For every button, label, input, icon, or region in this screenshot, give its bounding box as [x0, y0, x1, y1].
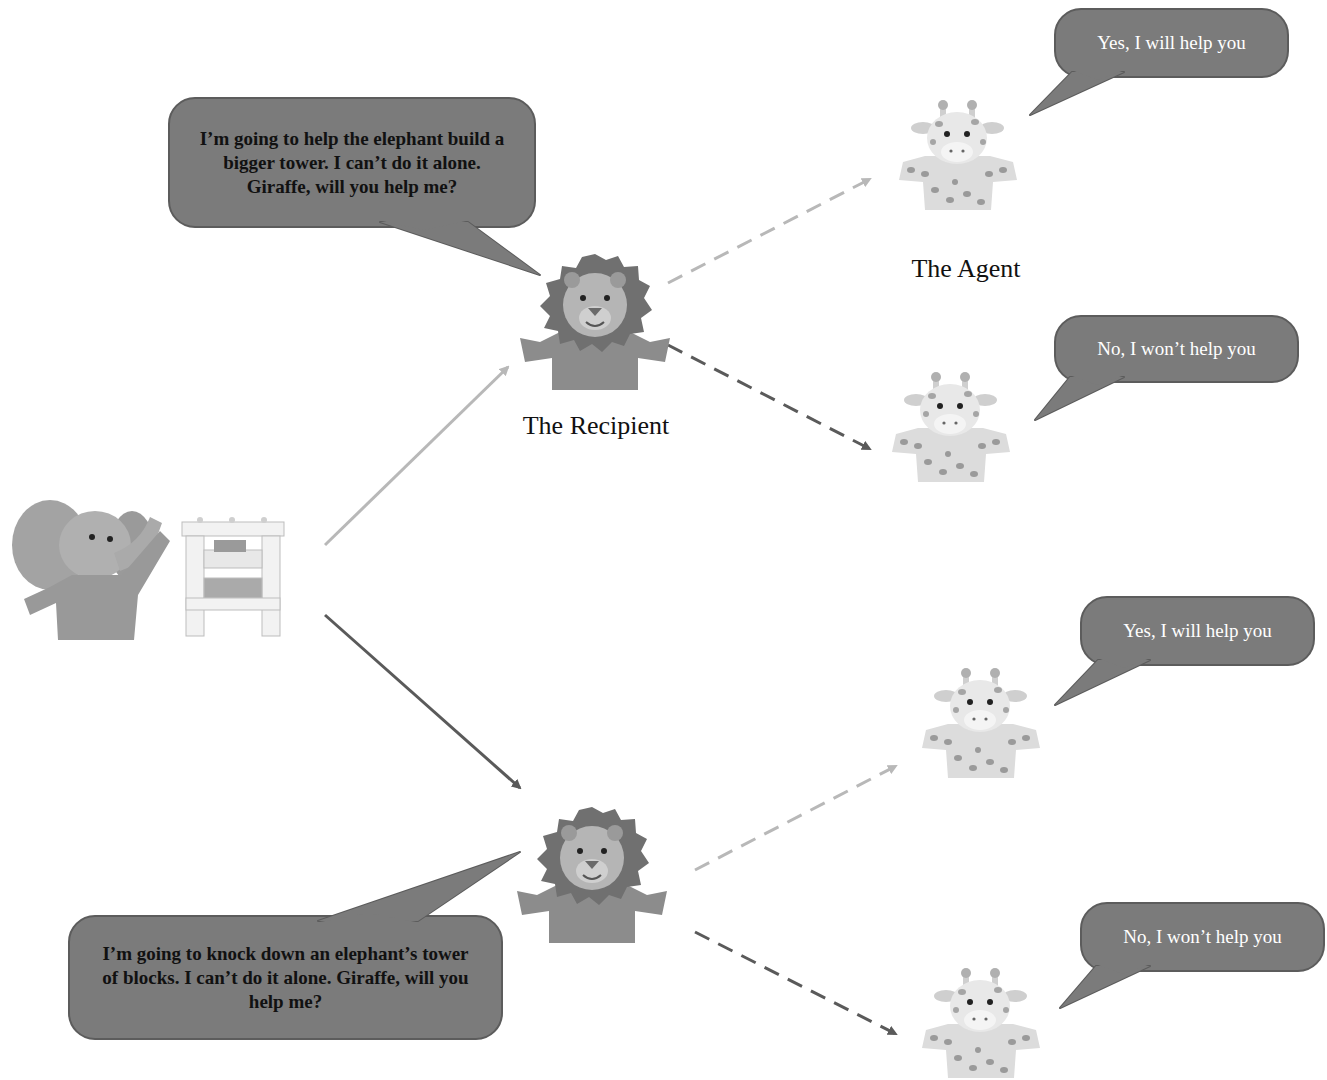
bubble-text: I’m going to knock down an elephant’s to… — [96, 942, 475, 1014]
giraffe-puppet — [892, 372, 1010, 482]
bubble-text: No, I won’t help you — [1123, 925, 1282, 949]
speech-bubble: I’m going to help the elephant build a b… — [168, 97, 536, 228]
lion-puppet — [520, 254, 670, 390]
arrow-line — [325, 615, 520, 788]
block-tower — [182, 517, 284, 636]
role-label: The Recipient — [523, 411, 670, 441]
dashed-arrow — [668, 345, 870, 449]
giraffe-puppet — [922, 668, 1040, 778]
speech-bubble: Yes, I will help you — [1080, 596, 1315, 666]
role-label: The Agent — [911, 254, 1020, 284]
bubble-text: No, I won’t help you — [1097, 337, 1256, 361]
bubble-text: I’m going to help the elephant build a b… — [196, 127, 508, 199]
dashed-arrow — [695, 932, 896, 1034]
bubble-text: Yes, I will help you — [1097, 31, 1246, 55]
giraffe-puppet — [899, 100, 1017, 210]
giraffe-puppet — [922, 968, 1040, 1078]
lion-puppet — [517, 807, 667, 943]
dashed-arrow — [695, 766, 896, 870]
speech-bubble: Yes, I will help you — [1054, 8, 1289, 78]
elephant-puppet — [12, 500, 170, 640]
dashed-arrow — [668, 179, 870, 283]
speech-bubble: I’m going to knock down an elephant’s to… — [68, 915, 503, 1040]
speech-bubble: No, I won’t help you — [1080, 902, 1325, 972]
arrow-line — [325, 367, 508, 545]
bubble-text: Yes, I will help you — [1123, 619, 1272, 643]
speech-bubble: No, I won’t help you — [1054, 315, 1299, 383]
